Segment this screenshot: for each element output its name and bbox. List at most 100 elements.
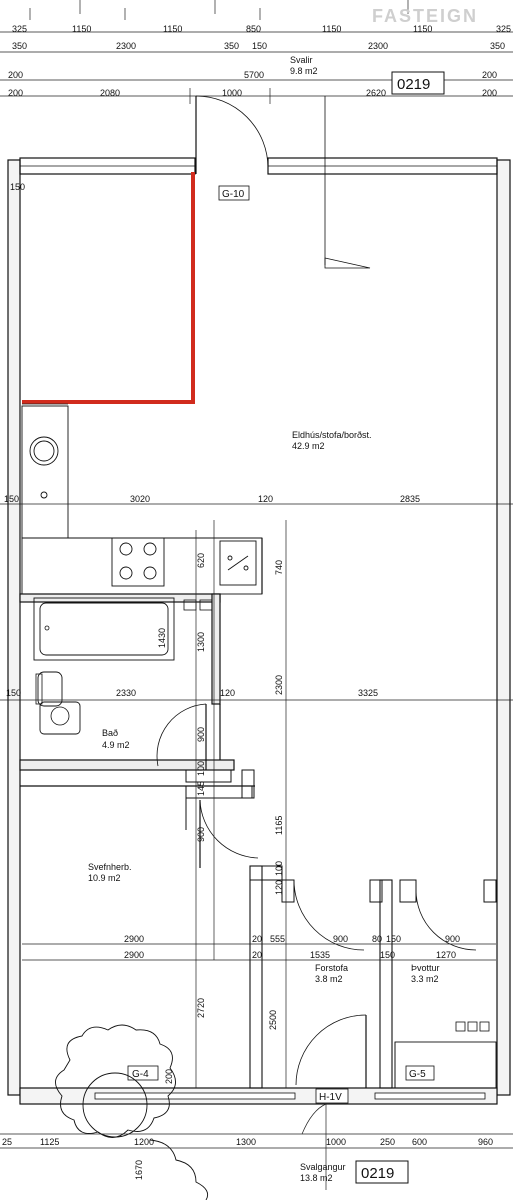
dim-label: 150 <box>252 41 267 51</box>
dim-label: 1300 <box>236 1137 256 1147</box>
dim-label: 2300 <box>274 675 284 695</box>
dim-label: 80 <box>372 934 382 944</box>
dim-label: 25 <box>2 1137 12 1147</box>
dim-label: 5700 <box>244 70 264 80</box>
dim-label: 20 <box>252 950 262 960</box>
tag-g4: G-4 <box>132 1069 149 1080</box>
dim-label: 3020 <box>130 494 150 504</box>
dim-label: 200 <box>482 88 497 98</box>
dim-label: 1270 <box>436 950 456 960</box>
dim-label: 3325 <box>358 688 378 698</box>
dim-top-row2: 350 2300 350 150 2300 350 <box>12 41 505 51</box>
tag-box-h1v <box>315 1088 349 1104</box>
room-area-bedroom: 10.9 m2 <box>88 873 121 883</box>
dim-label: 325 <box>496 24 511 34</box>
interior-walls <box>185 769 497 1089</box>
dim-label: 900 <box>196 727 206 742</box>
highlight-marker <box>22 172 195 404</box>
bathroom-door <box>156 703 207 770</box>
dim-label: 100 <box>196 761 206 776</box>
dim-label: 2080 <box>100 88 120 98</box>
dim-label: 900 <box>196 827 206 842</box>
dim-label: 100 <box>274 861 284 876</box>
dim-label: 200 <box>164 1069 174 1084</box>
unit-number: 0219 <box>397 76 430 93</box>
dim-label: 1150 <box>322 24 341 34</box>
dim-label: 20 <box>252 934 262 944</box>
dim-label: 600 <box>412 1137 427 1147</box>
dim-top-row3: 200 5700 200 <box>8 70 497 80</box>
dim-label: 1150 <box>413 24 432 34</box>
dim-label: 1165 <box>274 816 284 835</box>
dim-label: 200 <box>482 70 497 80</box>
exterior-walls <box>7 157 511 1105</box>
room-name-kitchen: Eldhús/stofa/borðst. <box>292 430 372 440</box>
dim-label: 900 <box>445 934 460 944</box>
dim-label: 150 <box>6 688 21 698</box>
tag-box-g5 <box>405 1065 435 1081</box>
room-name-bedroom: Svefnherb. <box>88 862 132 872</box>
dim-label: 2620 <box>366 88 386 98</box>
dim-row-bedroom-2: 2900 20 1535 150 1270 <box>124 950 456 960</box>
dim-label: 350 <box>12 41 27 51</box>
dim-label: 350 <box>490 41 505 51</box>
dim-bottom-row: 1125 1200 1300 1000 250 600 960 25 <box>2 1137 493 1147</box>
dim-row-bedroom-1: 2900 20 555 900 80 150 900 <box>124 934 460 944</box>
logo-text: FASTEIGN <box>372 6 478 26</box>
tag-g10: G-10 <box>222 189 245 200</box>
dim-label: 555 <box>270 934 285 944</box>
dim-label: 150 <box>380 950 395 960</box>
dim-label: 900 <box>333 934 348 944</box>
dim-label: 2500 <box>268 1010 278 1030</box>
unit-number-bottom: 0219 <box>361 1165 394 1182</box>
room-area-balcony: 9.8 m2 <box>290 66 318 76</box>
dim-label: 2900 <box>124 950 144 960</box>
dim-top-row1: 325 1150 1150 850 1150 1150 325 <box>12 24 511 34</box>
dim-label: 250 <box>380 1137 395 1147</box>
dim-label: 150 <box>386 934 401 944</box>
dim-label: 2835 <box>400 494 420 504</box>
tag-box-g4 <box>127 1065 159 1081</box>
dim-label: 1125 <box>40 1137 59 1147</box>
room-area-bathroom: 4.9 m2 <box>102 740 130 750</box>
dim-label: 620 <box>196 553 206 568</box>
tag-g5: G-5 <box>409 1069 426 1080</box>
dim-label: 1430 <box>157 628 167 648</box>
dim-label: 2900 <box>124 934 144 944</box>
dim-label: 2300 <box>368 41 388 51</box>
dim-label: 1000 <box>222 88 242 98</box>
room-name-laundry: Þvottur <box>411 963 440 973</box>
unit-number-box <box>391 71 445 95</box>
dim-label: 120 <box>258 494 273 504</box>
top-dimension-lines <box>0 0 513 104</box>
room-area-kitchen: 42.9 m2 <box>292 441 325 451</box>
dim-label: 2300 <box>116 41 136 51</box>
vertical-dim-labels: 1430 1300 620 740 2300 900 100 145 900 1… <box>134 553 284 1180</box>
dim-label: 150 <box>10 182 25 192</box>
room-name-entrance: Forstofa <box>315 963 348 973</box>
tag-box-g10 <box>218 185 250 201</box>
room-name-walkway: Svalgangur <box>300 1162 346 1172</box>
dim-label: 1300 <box>196 632 206 652</box>
dim-label: 145 <box>196 781 206 796</box>
dim-label: 740 <box>274 560 284 575</box>
dim-label: 350 <box>224 41 239 51</box>
dim-label: 325 <box>12 24 27 34</box>
dim-label: 2330 <box>116 688 136 698</box>
dim-label: 850 <box>246 24 261 34</box>
dim-label: 1535 <box>310 950 330 960</box>
room-area-laundry: 3.3 m2 <box>411 974 439 984</box>
dim-label: 150 <box>4 494 19 504</box>
balcony-door <box>195 95 371 269</box>
walkway-lines <box>0 1103 513 1190</box>
room-name-balcony: Svalir <box>290 55 313 65</box>
dim-label: 2720 <box>196 998 206 1018</box>
room-name-bathroom: Bað <box>102 728 118 738</box>
dim-label: 1150 <box>163 24 182 34</box>
tree-symbol <box>55 1024 209 1200</box>
dim-label: 200 <box>8 88 23 98</box>
bathroom-walls <box>19 593 255 787</box>
dim-label: 1150 <box>72 24 91 34</box>
dim-label: 1670 <box>134 1160 144 1180</box>
dim-label: 120 <box>220 688 235 698</box>
